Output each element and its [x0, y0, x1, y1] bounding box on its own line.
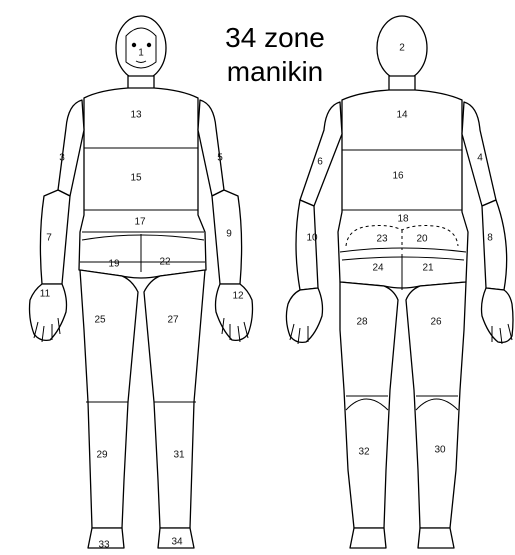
back-zone-calf-left: 32 [358, 447, 370, 458]
back-hand-right [482, 288, 514, 342]
front-zone-forearm-left: 9 [226, 229, 232, 240]
front-upper-arm-left [198, 100, 224, 196]
front-zone-thigh-left: 27 [167, 315, 179, 326]
front-zone-shin-left: 31 [173, 450, 185, 461]
back-zone-head: 2 [399, 43, 405, 54]
back-upper-arm-left [300, 102, 342, 206]
back-zone-buttock-left: 24 [372, 263, 384, 274]
back-zone-forearm-right: 8 [487, 233, 493, 244]
back-zone-upper-back: 14 [396, 110, 408, 121]
front-torso [79, 88, 206, 278]
front-leg-right [80, 270, 138, 528]
back-zone-buttock-right: 21 [422, 263, 434, 274]
back-zone-lower-back: 16 [392, 171, 404, 182]
back-forearm-left [296, 200, 318, 290]
front-zone-head: 1 [138, 48, 144, 59]
front-figure: 1 3 5 7 9 11 12 13 15 17 19 22 25 27 29 … [30, 16, 253, 551]
front-zone-foot-right: 33 [98, 540, 110, 551]
back-zone-calf-right: 30 [434, 445, 446, 456]
back-foot-right [418, 528, 454, 548]
front-leg-left [144, 270, 205, 528]
front-zone-shin-right: 29 [96, 450, 108, 461]
back-zone-arm-upper-left: 6 [317, 157, 323, 168]
front-zone-thigh-right: 25 [94, 315, 106, 326]
front-zone-hand-right: 11 [40, 289, 51, 300]
front-zone-waist: 17 [134, 217, 146, 228]
front-upper-arm-right [58, 100, 84, 196]
front-forearm-right [40, 190, 70, 284]
back-foot-left [350, 528, 386, 548]
back-zone-arm-upper-right: 4 [477, 153, 483, 164]
front-zone-forearm-right: 7 [46, 233, 52, 244]
front-zone-hip-right: 19 [108, 259, 120, 270]
front-zone-arm-upper-right: 3 [59, 153, 65, 164]
back-figure: 2 14 16 18 6 4 10 8 23 20 24 21 28 26 32… [286, 16, 513, 548]
back-leg-left [340, 282, 398, 528]
front-zone-hand-left: 12 [232, 291, 244, 302]
front-zone-abdomen: 15 [130, 173, 142, 184]
front-zone-chest: 13 [130, 110, 142, 121]
back-zone-forearm-left: 10 [306, 233, 318, 244]
back-zone-buttock-upper-right: 20 [416, 234, 428, 245]
back-zone-buttock-upper-left: 23 [376, 234, 388, 245]
front-zone-hip-left: 22 [159, 257, 171, 268]
front-zone-arm-upper-left: 5 [217, 153, 223, 164]
back-zone-waist: 18 [397, 214, 409, 225]
back-forearm-right [482, 200, 507, 290]
back-zone-thigh-right: 26 [430, 317, 442, 328]
back-zone-thigh-left: 28 [356, 317, 368, 328]
front-zone-foot-left: 34 [171, 537, 183, 548]
